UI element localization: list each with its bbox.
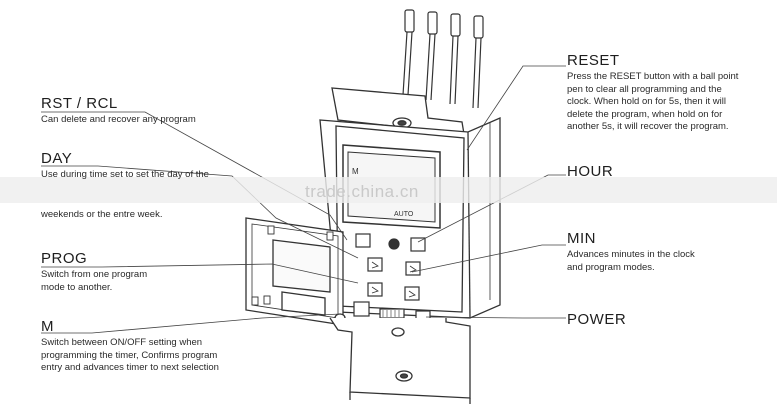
prog-title: PROG <box>41 250 88 267</box>
day-desc-2: weekends or the entre week. <box>41 209 163 220</box>
prog-button[interactable] <box>367 282 383 297</box>
rst-rcl-button[interactable] <box>355 233 371 248</box>
power-title: POWER <box>567 311 627 328</box>
reset-title: RESET <box>567 52 620 69</box>
min-title: MIN <box>567 230 596 247</box>
side-door <box>245 217 346 326</box>
reset-desc-3: clock. When hold on for 5s, then it will <box>567 96 726 107</box>
rst-rcl-title: RST / RCL <box>41 95 118 112</box>
prog-leader <box>41 263 359 284</box>
m-title: M <box>41 318 54 335</box>
top-mounting-strap <box>331 87 465 135</box>
rst-rcl-desc-1: Can delete and recover any program <box>41 114 196 125</box>
m-button[interactable] <box>353 301 370 317</box>
reset-desc-2: pen to clear all programming and the <box>567 83 722 95</box>
reset-pinhole-button[interactable] <box>388 238 400 250</box>
m-desc-1: Switch between ON/OFF setting when <box>41 337 203 348</box>
prog-callout: PROG Switch from one program mode to ano… <box>41 250 147 294</box>
hour-button[interactable] <box>410 237 426 252</box>
hour-callout: HOUR <box>567 163 613 180</box>
reset-desc-4: delete the program, when hold on for <box>567 108 723 120</box>
lcd-display: M AUTO <box>342 144 441 229</box>
reset-desc-5: another 5s, it will recover the program. <box>567 121 729 132</box>
hour-title: HOUR <box>567 163 614 180</box>
reset-desc-1: Press the RESET button with a ball point <box>567 71 739 82</box>
m-desc-3: entry and advances timer to next selecti… <box>41 362 219 373</box>
wires <box>402 9 484 109</box>
prog-desc-1: Switch from one program <box>41 269 148 280</box>
min-desc-1: Advances minutes in the clock <box>567 249 695 260</box>
reset-callout: RESET Press the RESET button with a ball… <box>567 52 738 134</box>
min-leader <box>411 244 566 273</box>
rst-rcl-leader <box>41 111 348 241</box>
display-mode-char: M <box>352 167 359 176</box>
day-callout: DAY Use during time set to set the day o… <box>41 150 209 182</box>
min-callout: MIN Advances minutes in the clock and pr… <box>567 230 695 274</box>
hour-adjust-button[interactable] <box>404 286 420 301</box>
rst-rcl-callout: RST / RCL Can delete and recover any pro… <box>41 95 196 127</box>
reset-leader <box>466 65 566 151</box>
leader-lines <box>41 65 566 334</box>
bottom-mounting-strap <box>329 317 471 404</box>
day-leader <box>41 165 359 259</box>
min-button[interactable] <box>405 261 421 276</box>
day-title: DAY <box>41 150 73 167</box>
power-leader <box>425 316 566 319</box>
hour-leader <box>417 174 566 243</box>
power-callout: POWER <box>567 311 626 328</box>
day-button[interactable] <box>367 257 383 272</box>
power-slide-switch[interactable] <box>379 308 405 319</box>
m-desc-2: programming the timer, Confirms program <box>41 349 218 361</box>
watermark-band <box>0 177 777 203</box>
m-leader <box>41 313 341 334</box>
day-desc-1: Use during time set to set the day of th… <box>41 169 209 180</box>
min-desc-2: and program modes. <box>567 261 655 273</box>
display-auto-text: AUTO <box>394 211 414 218</box>
m-callout: M Switch between ON/OFF setting when pro… <box>41 318 219 375</box>
prog-desc-2: mode to another. <box>41 281 113 293</box>
watermark: trade.china.cn <box>305 182 419 201</box>
